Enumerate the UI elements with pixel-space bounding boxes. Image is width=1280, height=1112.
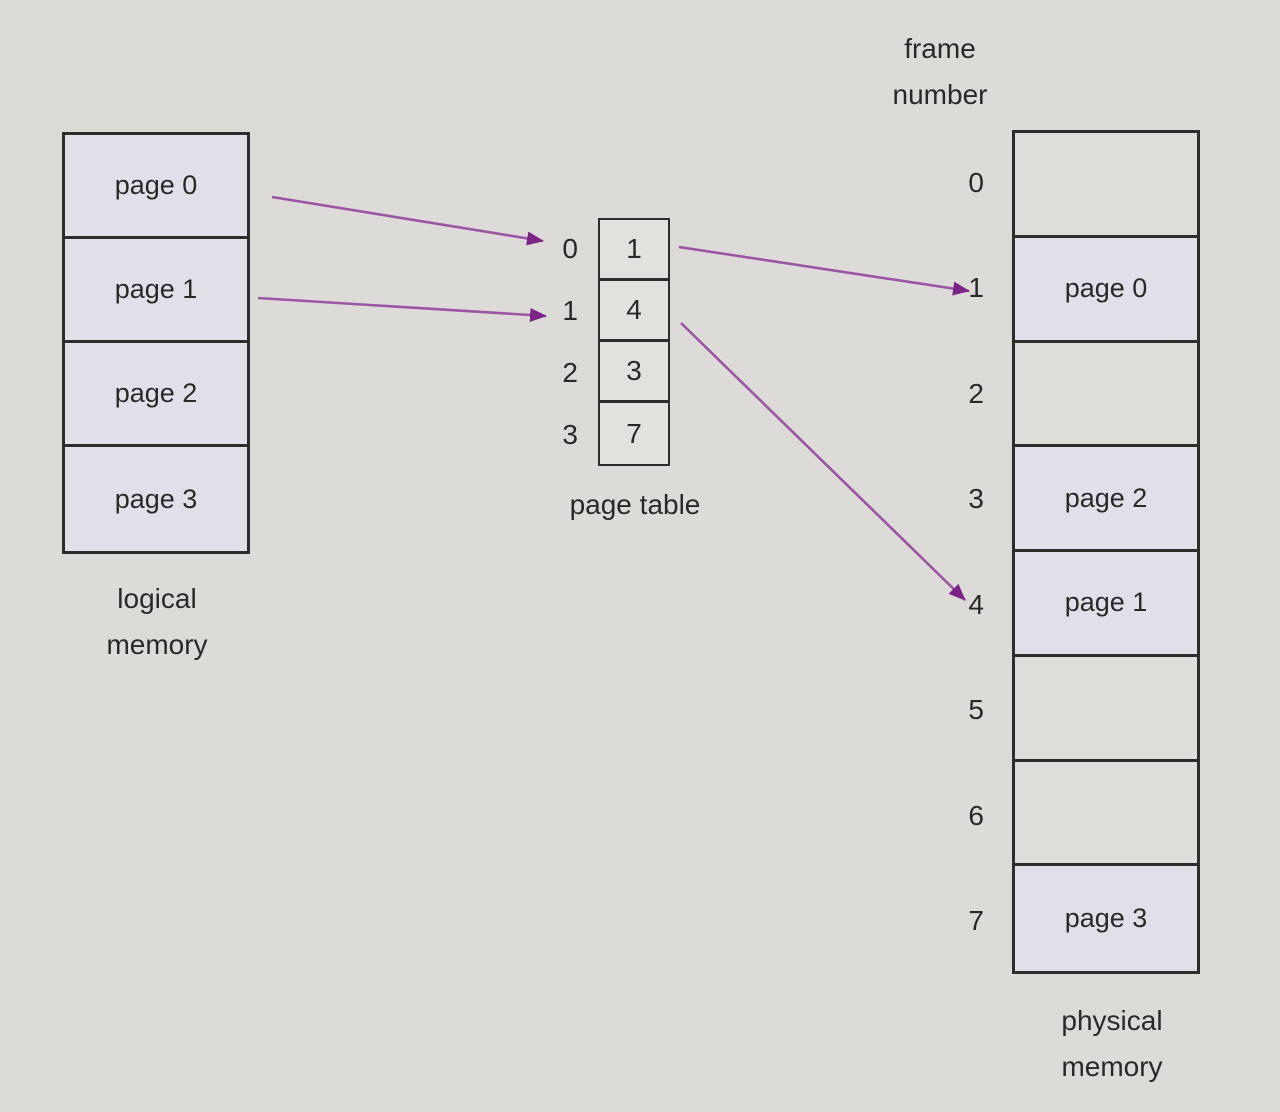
- logical-memory-caption-line1: logical: [117, 583, 197, 614]
- frame-number-6: 6: [968, 799, 984, 831]
- page-table-entry-3: 7: [626, 417, 642, 449]
- frame-number-2: 2: [968, 377, 984, 409]
- logical-memory-cell-page0: page 0: [65, 135, 247, 239]
- page-table-entry-2: 3: [600, 342, 668, 403]
- page-table-entry-0: 1: [600, 220, 668, 281]
- logical-memory-cell-page1: page 1: [65, 239, 247, 343]
- frame-number-5: 5: [968, 694, 984, 726]
- arrow-pte1-to-frame4: [680, 322, 966, 601]
- frame-number-4: 4: [968, 588, 984, 620]
- arrow-page0-to-pte0: [271, 195, 544, 246]
- arrow-pte0-to-frame1: [678, 245, 970, 296]
- physical-memory-frame-7: page 3: [1015, 866, 1197, 971]
- frame-number-header-line2: number: [892, 79, 988, 110]
- page-table-index-3: 3: [562, 419, 578, 450]
- logical-memory-caption-line2: memory: [106, 629, 208, 660]
- frame-number-7: 7: [968, 905, 984, 937]
- physical-memory-frame-5: [1015, 656, 1197, 762]
- physical-memory-box: page 0 page 2 page 1 page 3: [1012, 130, 1200, 974]
- page-table-caption: page table: [569, 489, 701, 520]
- physical-memory-caption-line2: memory: [1061, 1051, 1163, 1082]
- frame-number-3: 3: [968, 483, 984, 515]
- page-table-index-0: 0: [562, 233, 578, 264]
- frame-number-1: 1: [968, 272, 984, 304]
- physical-memory-frame-1: page 0: [1015, 237, 1197, 343]
- physical-memory-caption: physical memory: [1017, 998, 1207, 1090]
- physical-memory-frame-4: page 1: [1015, 552, 1197, 657]
- arrow-page1-to-pte1: [257, 296, 547, 322]
- physical-memory-frame-2: [1015, 342, 1197, 448]
- physical-memory-frame-3: page 2: [1015, 447, 1197, 552]
- page-table-index-1: 1: [562, 295, 578, 326]
- page-table-entry-1: 4: [600, 281, 668, 342]
- page-table-index-2: 2: [562, 357, 578, 388]
- frame-number-0: 0: [968, 166, 984, 198]
- physical-memory-caption-line1: physical: [1061, 1005, 1163, 1036]
- logical-memory-caption: logical memory: [42, 576, 272, 668]
- logical-memory-box: page 0 page 1 page 2 page 3: [62, 132, 250, 554]
- physical-memory-frame-0: [1015, 133, 1197, 238]
- frame-number-header: frame number: [845, 26, 1035, 118]
- logical-memory-cell-page3: page 3: [65, 447, 247, 551]
- logical-memory-cell-page2: page 2: [65, 343, 247, 447]
- frame-number-header-line1: frame: [904, 33, 976, 64]
- page-table-box: 1 4 3 7: [598, 218, 670, 466]
- physical-memory-frame-6: [1015, 761, 1197, 867]
